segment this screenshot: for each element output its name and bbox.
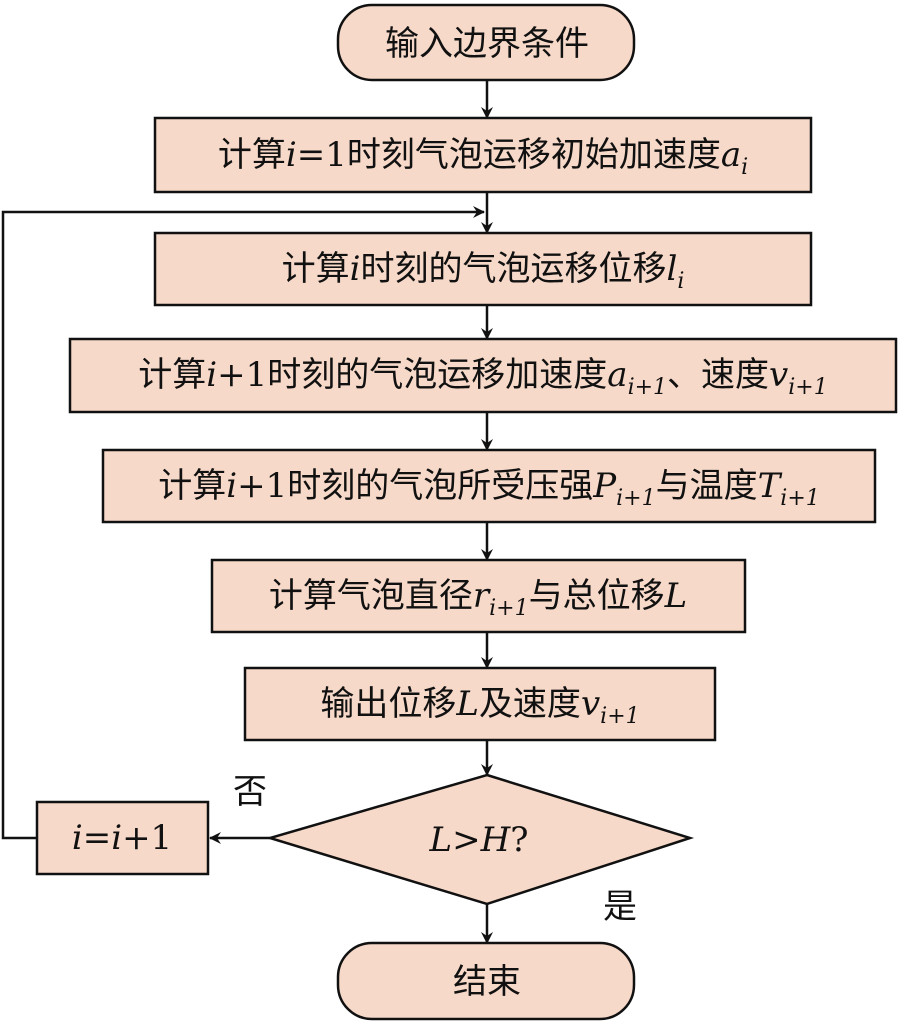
step-2-text-a: 计算 <box>282 249 350 289</box>
step-6-sub-v: i+1 <box>600 704 639 729</box>
step-6-var-l: L <box>455 684 479 724</box>
step-5-text-b: 与总位移 <box>529 576 665 616</box>
step-3-text-b: +1时刻的气泡运移加速度 <box>217 355 607 395</box>
process-step-2 <box>153 231 813 307</box>
end-terminal <box>336 941 636 1021</box>
step-3-text-c: 、速度 <box>667 355 769 395</box>
step-4-var-i: i <box>226 466 237 506</box>
step-4-text-b: +1时刻的气泡所受压强 <box>237 466 593 506</box>
step-3-sub-v: i+1 <box>788 375 827 400</box>
step-3-var-a: a <box>607 355 627 395</box>
step-4-text-a: 计算 <box>158 466 226 506</box>
increment-var-i2: i <box>111 818 122 858</box>
increment-box <box>35 800 210 876</box>
step-5-var-r: r <box>473 576 491 616</box>
step-5-label: 计算气泡直径ri+1与总位移L <box>269 576 687 621</box>
step-1-sub-i: i <box>741 155 748 180</box>
step-5-var-l: L <box>664 576 688 616</box>
increment-label: i=i+1 <box>72 818 172 858</box>
step-6-text-a: 输出位移 <box>320 684 456 724</box>
process-step-1 <box>153 116 813 194</box>
decision-var-h: H <box>480 820 512 860</box>
connectors <box>1 80 493 944</box>
step-1-text-b: =1时刻气泡运移初始加速度 <box>297 135 721 175</box>
step-6-var-v: v <box>581 684 600 724</box>
process-step-5 <box>210 558 747 634</box>
step-2-text-b: 时刻的气泡运移位移 <box>360 249 666 289</box>
step-1-text-a: 计算 <box>218 135 286 175</box>
step-6-text-b: 及速度 <box>479 684 581 724</box>
process-step-4 <box>101 448 877 524</box>
step-3-label: 计算i+1时刻的气泡运移加速度ai+1、速度vi+1 <box>138 355 827 400</box>
step-3-text-a: 计算 <box>138 355 206 395</box>
decision-op: > <box>452 820 481 860</box>
end-label: 结束 <box>453 962 521 1002</box>
loop-back-line <box>1 206 485 840</box>
step-3-var-i: i <box>206 355 217 395</box>
step-4-sub-t: i+1 <box>780 486 819 511</box>
decision-label: L>H? <box>429 820 529 860</box>
step-3-sub-a: i+1 <box>628 375 667 400</box>
edge-label-yes: 是 <box>603 887 637 927</box>
step-1-var-i: i <box>286 135 297 175</box>
edge-label-no: 否 <box>233 772 267 812</box>
step-4-sub-p: i+1 <box>616 486 655 511</box>
step-2-var-l: l <box>666 249 677 289</box>
step-1-var-a: a <box>721 135 741 175</box>
step-2-label: 计算i时刻的气泡运移位移li <box>282 249 685 294</box>
step-4-label: 计算i+1时刻的气泡所受压强Pi+1与温度Ti+1 <box>158 466 820 511</box>
step-3-var-v: v <box>769 355 788 395</box>
step-5-text-a: 计算气泡直径 <box>269 576 473 616</box>
step-6-label: 输出位移L及速度vi+1 <box>320 684 639 729</box>
step-5-sub-r: i+1 <box>489 596 528 621</box>
increment-eq: = <box>83 818 112 858</box>
start-label: 输入边界条件 <box>385 24 589 64</box>
decision-q: ? <box>510 820 528 860</box>
step-2-sub-i: i <box>677 269 684 294</box>
increment-plus-one: +1 <box>122 818 172 858</box>
step-4-text-c: 与温度 <box>656 466 758 506</box>
decision-diamond <box>265 773 695 906</box>
process-step-3 <box>68 337 898 414</box>
step-4-var-t: T <box>758 466 783 506</box>
process-step-6 <box>243 666 717 742</box>
step-4-var-p: P <box>592 466 617 506</box>
increment-var-i1: i <box>72 818 83 858</box>
decision-var-l: L <box>429 820 453 860</box>
step-1-label: 计算i=1时刻气泡运移初始加速度ai <box>218 135 748 180</box>
start-terminal <box>336 3 636 82</box>
step-2-var-i: i <box>350 249 361 289</box>
